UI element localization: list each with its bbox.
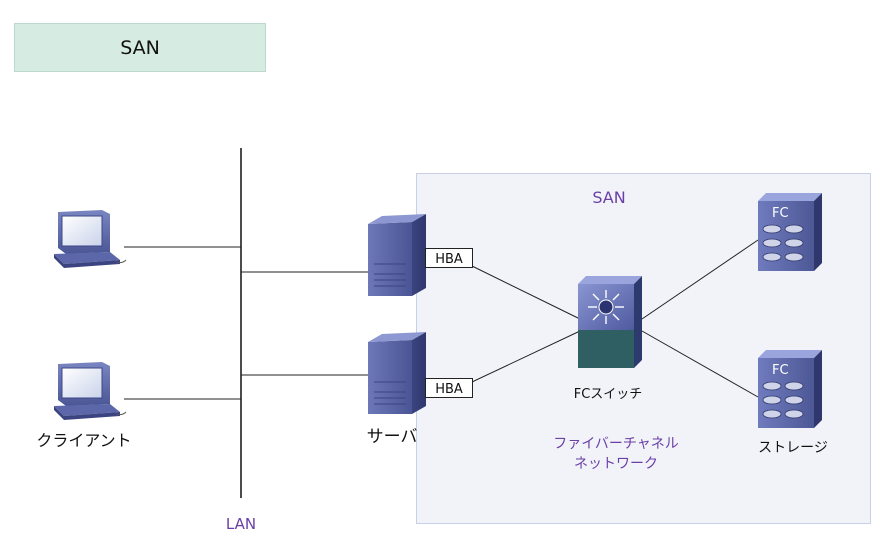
- client-label: クライアント: [36, 431, 131, 450]
- fabric-label-line2: ネットワーク: [574, 456, 658, 472]
- switch-storage2-link: [641, 330, 759, 398]
- hba2-switch-link: [471, 330, 581, 383]
- client-pc-icon: [54, 362, 127, 420]
- hba-label: HBA: [435, 382, 463, 397]
- hba1-switch-link: [471, 265, 581, 320]
- lan-label: LAN: [226, 515, 256, 533]
- fc-storage-icon: FC: [758, 193, 822, 271]
- server-icon: [368, 332, 426, 414]
- server-label: サーバ: [367, 427, 418, 447]
- san-area-label: SAN: [592, 188, 625, 207]
- hba-box: [425, 378, 473, 398]
- switch-storage1-link: [641, 239, 759, 320]
- client-pc-icon: [54, 210, 127, 268]
- server-icon: [368, 214, 426, 296]
- fc-storage-icon: FC: [758, 350, 822, 428]
- fc-badge: FC: [772, 363, 789, 378]
- storage-label: ストレージ: [758, 440, 828, 456]
- fc-badge: FC: [772, 206, 789, 221]
- diagram-title: SAN: [14, 23, 266, 72]
- hba-label: HBA: [435, 252, 463, 267]
- fc-switch-icon: [578, 276, 642, 368]
- fc-switch-label: FCスイッチ: [574, 387, 643, 402]
- fabric-label-line1: ファイバーチャネル: [553, 436, 679, 452]
- hba-box: [425, 248, 473, 268]
